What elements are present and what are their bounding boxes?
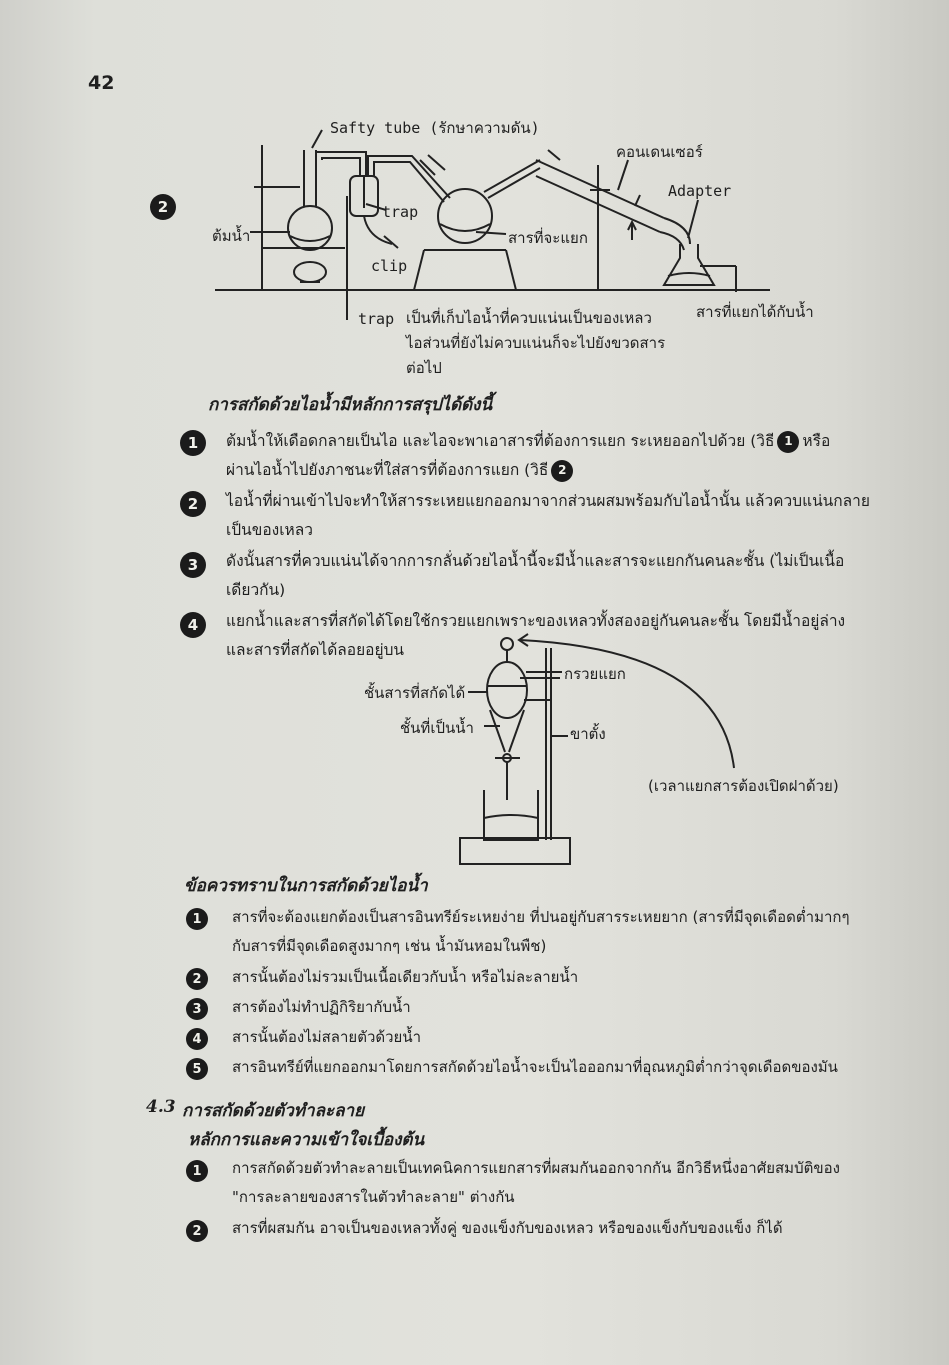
list-number: 1 <box>180 430 206 456</box>
label-safety-tube: Safty tube (รักษาความดัน) <box>330 119 540 137</box>
page-number: 42 <box>88 72 115 94</box>
list-number: 5 <box>186 1058 208 1080</box>
list-text: สารต้องไม่ทำปฏิกิริยากับน้ำ <box>232 998 411 1016</box>
label-note: (เวลาแยกสารต้องเปิดฝาด้วย) <box>648 777 839 795</box>
list-item: ดังนั้นสารที่ควบแน่นได้จากการกลั่นด้วยไอ… <box>226 547 844 605</box>
label-clip: clip <box>371 257 408 275</box>
list-number: 2 <box>186 968 208 990</box>
label-water-layer: ชั้นที่เป็นน้ำ <box>400 719 474 737</box>
label-extract-layer: ชั้นสารที่สกัดได้ <box>364 684 466 702</box>
list-number: 1 <box>186 1160 208 1182</box>
list-text: หรือ <box>802 432 831 450</box>
trap-note-line: ต่อไป <box>406 359 442 377</box>
section-title: การสกัดด้วยตัวทำละลาย <box>182 1101 365 1121</box>
list-number: 3 <box>180 552 206 578</box>
list-item: สารนั้นต้องไม่รวมเป็นเนื้อเดียวกับน้ำ หร… <box>232 963 578 992</box>
section-heading: ข้อควรทราบในการสกัดด้วยไอน้ำ <box>184 876 428 896</box>
section-heading: การสกัดด้วยไอน้ำมีหลักการสรุปได้ดังนี้ <box>208 395 493 415</box>
list-item: สารต้องไม่ทำปฏิกิริยากับน้ำ <box>232 993 411 1022</box>
label-adapter: Adapter <box>668 182 732 200</box>
list-text: สารนั้นต้องไม่สลายตัวด้วยน้ำ <box>232 1028 422 1046</box>
list-number: 4 <box>180 612 206 638</box>
list-number: 4 <box>186 1028 208 1050</box>
list-item: การสกัดด้วยตัวทำละลายเป็นเทคนิคการแยกสาร… <box>232 1154 840 1212</box>
list-item: ต้มน้ำให้เดือดกลายเป็นไอ และไอจะพาเอาสาร… <box>226 427 830 485</box>
list-item: สารนั้นต้องไม่สลายตัวด้วยน้ำ <box>232 1023 421 1052</box>
list-text: "การละลายของสารในตัวทำละลาย" ต่างกัน <box>232 1188 515 1206</box>
list-text: สารที่จะต้องแยกต้องเป็นสารอินทรีย์ระเหยง… <box>232 908 850 926</box>
list-text: สารที่ผสมกัน อาจเป็นของเหลวทั้งคู่ ของแข… <box>232 1219 783 1237</box>
list-number: 3 <box>186 998 208 1020</box>
diagram-marker: 2 <box>150 194 176 220</box>
list-text: กับสารที่มีจุดเดือดสูงมากๆ เช่น น้ำมันหอ… <box>232 937 547 955</box>
inline-number: 1 <box>777 430 800 453</box>
list-number: 2 <box>186 1220 208 1242</box>
list-number: 2 <box>180 491 206 517</box>
list-item: สารอินทรีย์ที่แยกออกมาโดยการสกัดด้วยไอน้… <box>232 1053 838 1082</box>
label-substance: สารที่จะแยก <box>508 229 588 247</box>
label-condenser: คอนเดนเซอร์ <box>616 143 703 161</box>
trap-note-line: เป็นที่เก็บไอน้ำที่ควบแน่นเป็นของเหลว <box>406 309 652 327</box>
list-text: ดังนั้นสารที่ควบแน่นได้จากการกลั่นด้วยไอ… <box>226 552 845 570</box>
section-subheading: หลักการและความเข้าใจเบื้องต้น <box>188 1130 425 1150</box>
label-trap: trap <box>382 203 419 221</box>
list-text: การสกัดด้วยตัวทำละลายเป็นเทคนิคการแยกสาร… <box>232 1159 840 1177</box>
section-number: 4.3 <box>146 1097 176 1117</box>
list-item: สารที่ผสมกัน อาจเป็นของเหลวทั้งคู่ ของแข… <box>232 1214 783 1243</box>
list-text: สารอินทรีย์ที่แยกออกมาโดยการสกัดด้วยไอน้… <box>232 1058 838 1076</box>
list-item: แยกน้ำและสารที่สกัดได้โดยใช้กรวยแยกเพราะ… <box>226 607 845 665</box>
list-item: ไอน้ำที่ผ่านเข้าไปจะทำให้สารระเหยแยกออกม… <box>226 487 870 545</box>
list-text: สารนั้นต้องไม่รวมเป็นเนื้อเดียวกับน้ำ หร… <box>232 968 579 986</box>
label-stand: ขาตั้ง <box>570 725 606 743</box>
list-number: 1 <box>186 908 208 930</box>
inline-number: 2 <box>551 459 574 482</box>
list-item: สารที่จะต้องแยกต้องเป็นสารอินทรีย์ระเหยง… <box>232 903 850 961</box>
list-text: ต้มน้ำให้เดือดกลายเป็นไอ และไอจะพาเอาสาร… <box>226 432 775 450</box>
trap-note: เป็นที่เก็บไอน้ำที่ควบแน่นเป็นของเหลว ไอ… <box>406 306 665 381</box>
list-text: เป็นของเหลว <box>226 521 313 539</box>
list-text: และสารที่สกัดได้ลอยอยู่บน <box>226 641 405 659</box>
label-funnel: กรวยแยก <box>564 665 626 683</box>
list-text: เดียวกัน) <box>226 581 286 599</box>
trap-note-line: ไอส่วนที่ยังไม่ควบแน่นก็จะไปยังขวดสาร <box>406 334 666 352</box>
list-text: แยกน้ำและสารที่สกัดได้โดยใช้กรวยแยกเพราะ… <box>226 612 846 630</box>
trap-note-label: trap <box>358 310 395 328</box>
label-boil-water: ต้มน้ำ <box>212 227 251 245</box>
list-text: ผ่านไอน้ำไปยังภาชนะที่ใส่สารที่ต้องการแย… <box>226 461 549 479</box>
list-text: ไอน้ำที่ผ่านเข้าไปจะทำให้สารระเหยแยกออกม… <box>226 492 870 510</box>
label-separated: สารที่แยกได้กับน้ำ <box>696 303 814 321</box>
